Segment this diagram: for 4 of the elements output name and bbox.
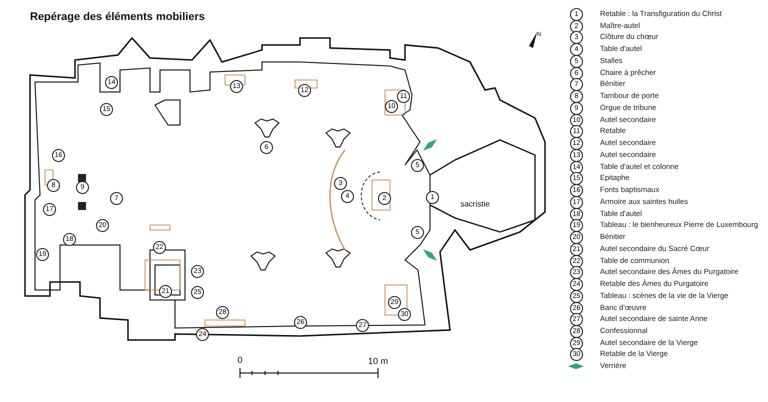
plan-label: 0: [238, 355, 242, 365]
plan-label: sacristie: [460, 200, 490, 208]
plan-label: 10 m: [368, 356, 388, 366]
title: Repérage des éléments mobiliers: [30, 11, 205, 23]
